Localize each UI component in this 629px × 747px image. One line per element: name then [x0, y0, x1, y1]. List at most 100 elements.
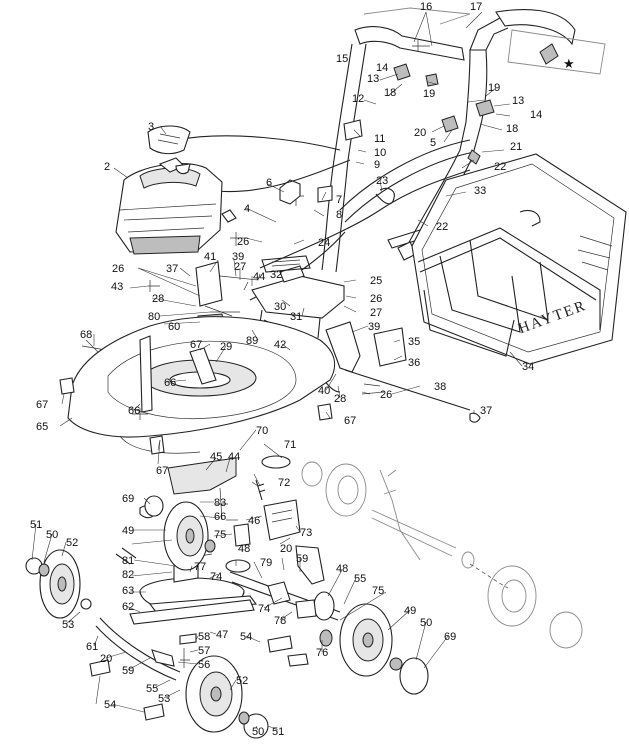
label-78: 78 — [274, 615, 286, 627]
label-49-left: 49 — [122, 525, 134, 537]
label-61: 61 — [86, 641, 98, 653]
label-50-lower: 50 — [252, 726, 264, 738]
label-44-upper: 44 — [253, 271, 265, 283]
label-22-upper: 22 — [494, 161, 506, 173]
label-30: 30 — [274, 301, 286, 313]
label-51-lower: 51 — [272, 726, 284, 738]
label-46: 46 — [248, 515, 260, 527]
label-77: 77 — [194, 561, 206, 573]
label-48-right: 48 — [336, 563, 348, 575]
label-59-right: 59 — [296, 553, 308, 565]
label-28-lower: 28 — [334, 393, 346, 405]
label-5: 5 — [430, 137, 436, 149]
label-37-lower: 37 — [480, 405, 492, 417]
label-75-left: 75 — [214, 529, 226, 541]
label-50-left: 50 — [46, 529, 58, 541]
label-69-right: 69 — [444, 631, 456, 643]
label-13-upper: 13 — [367, 73, 379, 85]
label-39-upper: 39 — [232, 251, 244, 263]
star-marker: ★ — [563, 56, 575, 71]
label-67-left: 67 — [36, 399, 48, 411]
label-14-right: 14 — [530, 109, 542, 121]
label-47: 47 — [216, 629, 228, 641]
label-68: 68 — [80, 329, 92, 341]
label-45: 45 — [210, 451, 222, 463]
label-70: 70 — [256, 425, 268, 437]
label-25: 25 — [370, 275, 382, 287]
label-14-upper: 14 — [376, 62, 388, 74]
label-3: 3 — [148, 121, 154, 133]
label-69-left: 69 — [122, 493, 134, 505]
label-72: 72 — [278, 477, 290, 489]
label-38: 38 — [434, 381, 446, 393]
label-60: 60 — [168, 321, 180, 333]
label-43: 43 — [111, 281, 123, 293]
label-55-left: 55 — [146, 683, 158, 695]
label-35: 35 — [408, 336, 420, 348]
label-74-upper: 74 — [210, 571, 222, 583]
label-4: 4 — [244, 203, 250, 215]
label-18-right: 18 — [506, 123, 518, 135]
label-82: 82 — [122, 569, 134, 581]
label-18-upper: 18 — [384, 87, 396, 99]
label-62: 62 — [122, 601, 134, 613]
label-54-right: 54 — [240, 631, 252, 643]
label-7: 7 — [336, 194, 342, 206]
label-89: 89 — [246, 335, 258, 347]
label-66-left: 66 — [128, 405, 140, 417]
label-56: 56 — [198, 659, 210, 671]
label-73: 73 — [300, 527, 312, 539]
grass-box — [411, 153, 627, 365]
label-31: 31 — [290, 311, 302, 323]
label-41: 41 — [204, 251, 216, 263]
mower-deck — [59, 316, 336, 455]
label-34: 34 — [522, 361, 534, 373]
label-8: 8 — [336, 209, 342, 221]
label-39-lower: 39 — [368, 321, 380, 333]
label-42: 42 — [274, 339, 286, 351]
label-19-left: 19 — [423, 88, 435, 100]
label-20-upper: 20 — [414, 127, 426, 139]
label-26-left: 26 — [112, 263, 124, 275]
label-67-lower: 67 — [156, 465, 168, 477]
label-21: 21 — [510, 141, 522, 153]
label-17: 17 — [470, 1, 482, 13]
label-74-mid: 74 — [258, 603, 270, 615]
label-79: 79 — [260, 557, 272, 569]
label-28-upper: 28 — [152, 293, 164, 305]
label-11: 11 — [374, 133, 385, 145]
label-37-upper: 37 — [166, 263, 178, 275]
label-67-right: 67 — [344, 415, 356, 427]
label-22-lower: 22 — [436, 221, 448, 233]
label-20-lower: 20 — [100, 653, 112, 665]
label-20-mid: 20 — [280, 543, 292, 555]
label-32: 32 — [270, 269, 282, 281]
label-52-lower: 52 — [236, 675, 248, 687]
label-52-left: 52 — [66, 537, 78, 549]
label-63: 63 — [122, 585, 134, 597]
label-23: 23 — [376, 175, 388, 187]
label-65: 65 — [36, 421, 48, 433]
label-58: 58 — [198, 631, 210, 643]
label-24: 24 — [318, 237, 330, 249]
label-12: 12 — [352, 93, 364, 105]
label-33: 33 — [474, 185, 486, 197]
label-27-upper: 27 — [234, 261, 246, 273]
label-19-right: 19 — [488, 82, 500, 94]
label-71: 71 — [284, 439, 296, 451]
label-83: 83 — [214, 497, 226, 509]
label-53-left: 53 — [62, 619, 74, 631]
height-adjust-ghost — [301, 461, 583, 649]
label-26-right: 26 — [370, 293, 382, 305]
label-6: 6 — [266, 177, 272, 189]
label-13-right: 13 — [512, 95, 524, 107]
label-40: 40 — [318, 385, 330, 397]
label-57: 57 — [198, 645, 210, 657]
label-10: 10 — [374, 147, 386, 159]
label-80: 80 — [148, 311, 160, 323]
handle-assembly — [221, 7, 606, 273]
label-9: 9 — [374, 159, 380, 171]
label-29: 29 — [220, 341, 232, 353]
